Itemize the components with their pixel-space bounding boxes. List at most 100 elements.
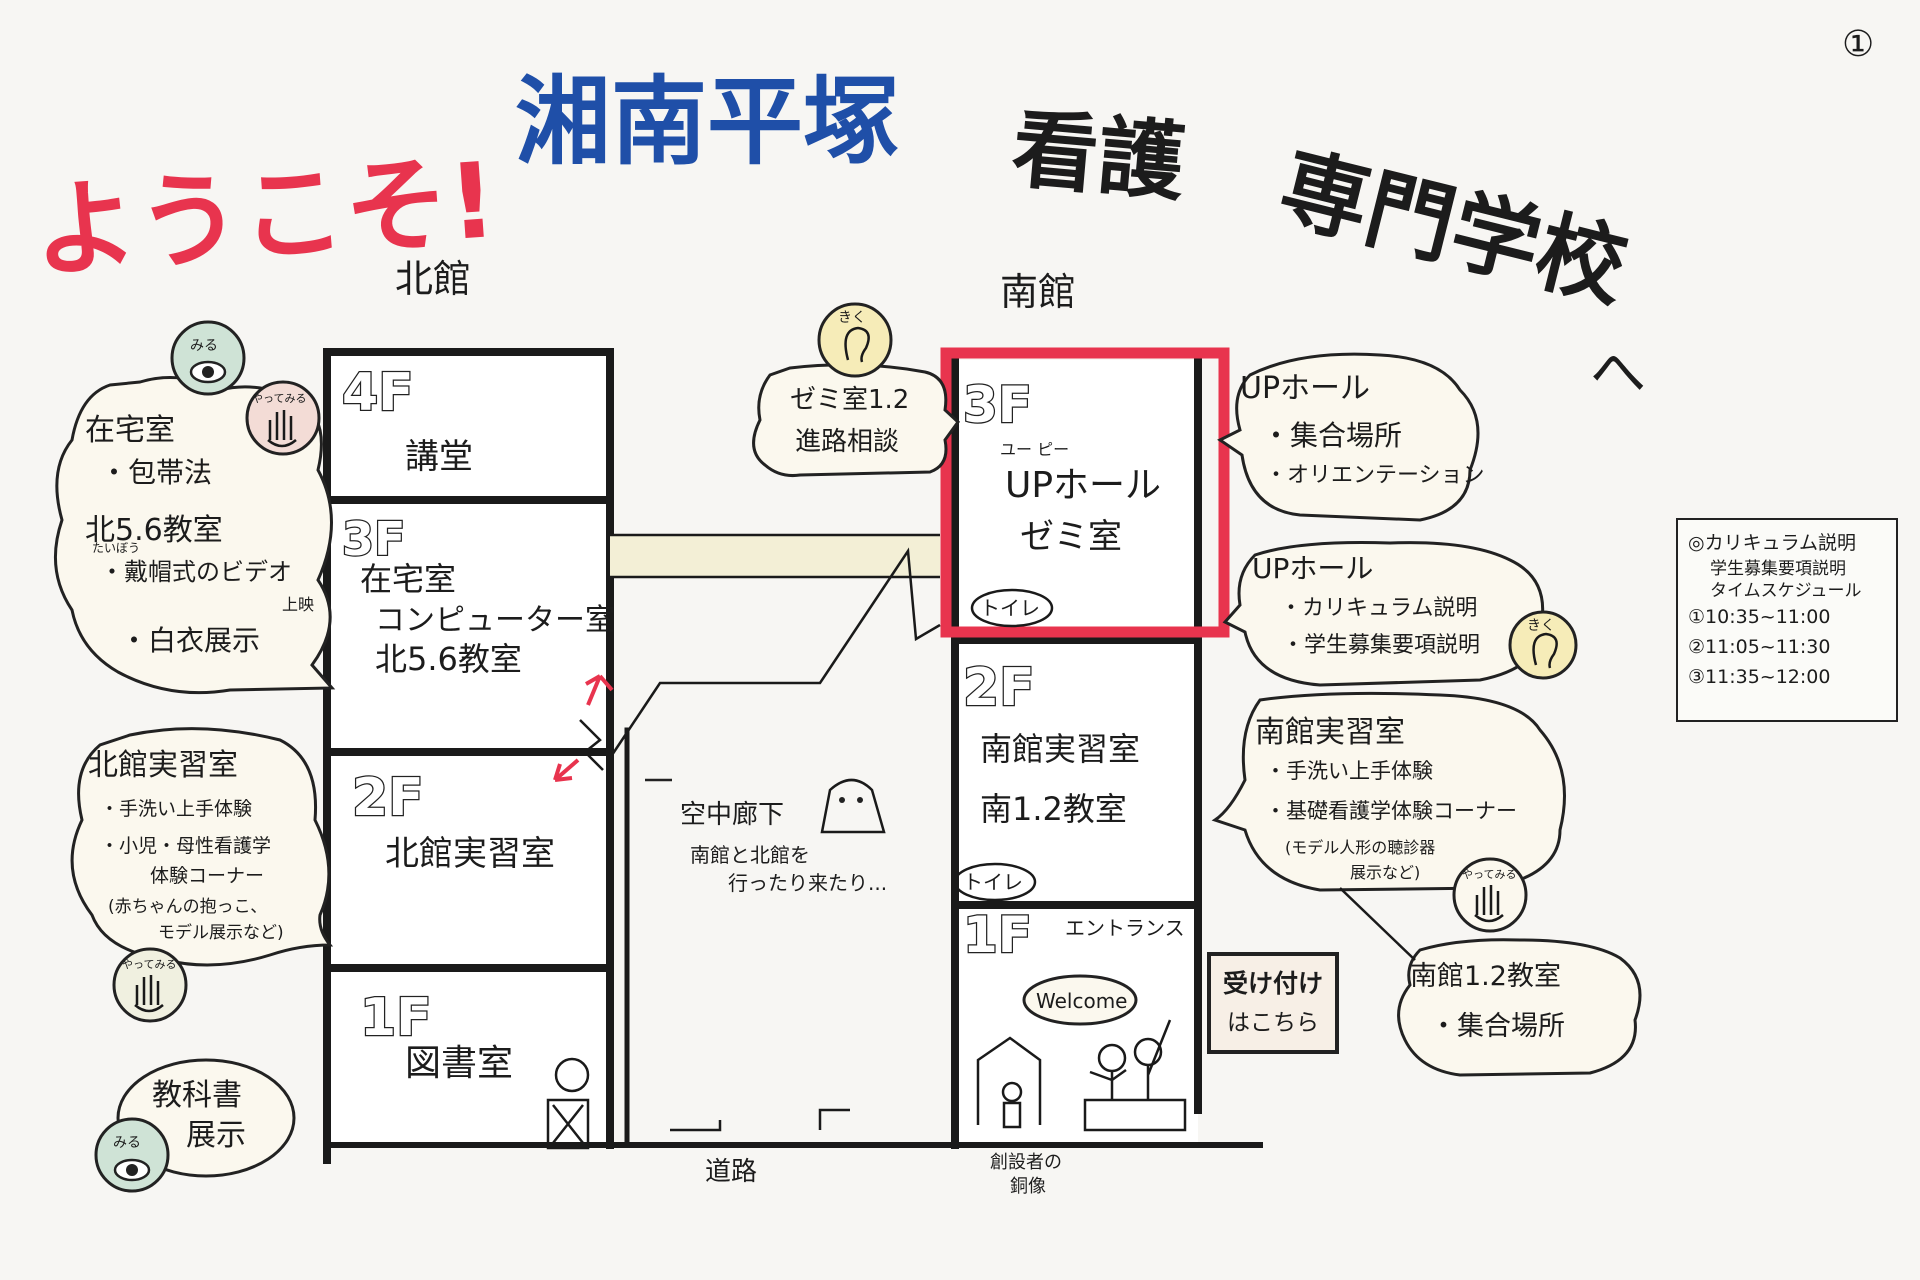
- ghost-figure: [820, 778, 886, 834]
- south-2f-toilet: トイレ: [963, 870, 1023, 894]
- bubble-seminar-line-1: ゼミ室1.2: [790, 385, 909, 415]
- bubble-left-1-line-6: ・白衣展示: [120, 624, 260, 657]
- hand-icon: [1474, 885, 1504, 923]
- title-to: へ: [1590, 341, 1646, 406]
- badge-miru-bottom-label: みる: [113, 1135, 141, 1151]
- south-2f-room-1: 南館実習室: [980, 730, 1140, 768]
- stair-arrows: [553, 674, 614, 782]
- statue-label-2: 銅像: [1010, 1176, 1046, 1197]
- time-schedule: ◎カリキュラム説明 学生募集要項説明 タイムスケジュール ①10:35~11:0…: [1676, 518, 1898, 722]
- bubble-left-1-line-2: ・包帯法: [100, 456, 212, 489]
- bubble-right-1-line-1: UPホール: [1240, 371, 1370, 406]
- bubble-left-1-line-3: 北5.6教室: [85, 513, 223, 548]
- schedule-slot-3: ③11:35~12:00: [1688, 666, 1831, 688]
- north-3f-room-1: 在宅室: [360, 560, 456, 598]
- hand-icon: [267, 410, 297, 448]
- schedule-slot-1: ①10:35~11:00: [1688, 606, 1831, 628]
- badge-kiku-top: きく: [817, 302, 893, 378]
- north-floor-1f-label: 1F: [360, 988, 432, 1048]
- reader-figure: [546, 1057, 590, 1150]
- north-building-walls: [323, 348, 614, 1164]
- south-3f-highlight: [940, 347, 1230, 638]
- bubble-left-2: [70, 727, 334, 967]
- bubble-right-3: [1211, 691, 1566, 892]
- north-4f-room: 講堂: [405, 437, 473, 477]
- badge-yattemiru-top: やってみる: [245, 380, 321, 456]
- schedule-line-2: 学生募集要項説明: [1710, 559, 1846, 579]
- bubble-right-3-line-4: (モデル人形の聴診器: [1285, 838, 1435, 857]
- south-3f-room-2: ゼミ室: [1020, 517, 1122, 557]
- badge-miru-top-label: みる: [190, 338, 218, 354]
- south-2f-room-2: 南1.2教室: [980, 790, 1127, 828]
- bubble-right-3-line-2: ・手洗い上手体験: [1265, 759, 1433, 783]
- bubble-right-3-line-3: ・基礎看護学体験コーナー: [1265, 799, 1517, 823]
- corridor-line-2: 南館と北館を: [690, 843, 810, 867]
- bubble-left-2-line-3: ・小児・母性看護学: [100, 835, 271, 857]
- badge-yattemiru-right: やってみる: [1452, 857, 1528, 933]
- bubble-right-1: [1217, 352, 1480, 522]
- south-floor-2f-label: 2F: [963, 658, 1035, 718]
- north-floor-2f-label: 2F: [352, 768, 424, 828]
- ear-icon: [1532, 632, 1558, 669]
- bubble-right-2-line-2: ・カリキュラム説明: [1280, 596, 1477, 621]
- north-2f-room: 北館実習室: [385, 834, 555, 874]
- badge-kiku-right-label: きく: [1527, 618, 1555, 634]
- reception-sign-line-1: 受け付け: [1222, 969, 1323, 998]
- title-nursing: 看護: [1008, 99, 1189, 214]
- page-number: ①: [1842, 24, 1874, 65]
- badge-kiku-right: きく: [1508, 610, 1578, 680]
- north-3f-room-2: コンピューター室: [375, 603, 615, 638]
- north-building: [323, 348, 614, 1164]
- bubble-left-2-line-1: 北館実習室: [88, 748, 238, 783]
- bubble-left-2-line-4: 体験コーナー: [150, 865, 264, 887]
- badge-kiku-top-label: きく: [838, 310, 866, 326]
- bubble-left-3-line-1: 教科書: [152, 1078, 242, 1113]
- south-3f-toilet: トイレ: [980, 596, 1040, 620]
- badge-yattemiru-top-label: やってみる: [252, 392, 306, 405]
- bubble-seminar: [752, 363, 960, 477]
- schedule-line-3: タイムスケジュール: [1710, 581, 1862, 601]
- title-vocational-school: 専門学校: [1270, 135, 1636, 320]
- statue-label-1: 創設者の: [990, 1152, 1062, 1173]
- north-floor-4f-label: 4F: [342, 363, 414, 423]
- schedule-slot-2: ②11:05~11:30: [1688, 636, 1831, 658]
- bubble-left-1-ruby: たいぼう: [92, 541, 140, 555]
- bubble-right-4-line-1: 南館1.2教室: [1410, 961, 1561, 992]
- reception-sign: 受け付け はこちら: [1207, 952, 1339, 1054]
- reception-desk: [1083, 1019, 1187, 1132]
- hand-icon: [134, 975, 164, 1013]
- bubble-left-2-line-6: モデル展示など): [158, 922, 284, 943]
- north-1f-room: 図書室: [405, 1043, 513, 1084]
- bubble-right-1-line-3: ・オリエンテーション: [1265, 463, 1485, 488]
- badge-yattemiru-right-label: やってみる: [1462, 868, 1516, 881]
- sky-corridor: [610, 533, 941, 1148]
- bubble-right-4-tail: [1339, 887, 1416, 961]
- badge-miru-top: みる: [170, 320, 246, 396]
- south-2f-toilet-oval: [953, 862, 1037, 902]
- schedule-line-1: ◎カリキュラム説明: [1688, 532, 1857, 554]
- bubble-right-3-line-1: 南館実習室: [1255, 715, 1405, 750]
- corridor-line-3: 行ったり来たり...: [728, 871, 887, 895]
- south-3f-room-1: UPホール: [1005, 465, 1161, 506]
- south-3f-toilet-oval: [970, 588, 1054, 628]
- welcome-bubble: [1022, 974, 1138, 1026]
- north-floor-3f-label: 3F: [342, 512, 405, 566]
- reception-sign-line-2: はこちら: [1227, 1010, 1319, 1036]
- bubble-right-4: [1397, 938, 1642, 1077]
- bubble-right-4-line-2: ・集合場所: [1430, 1011, 1565, 1042]
- bubble-left-1-line-5: 上映: [282, 595, 314, 614]
- road-label: 道路: [705, 1157, 757, 1187]
- south-floor-1f-label: 1F: [963, 906, 1032, 964]
- bubble-right-2-line-3: ・学生募集要項説明: [1282, 633, 1480, 658]
- badge-yattemiru-mid: やってみる: [112, 947, 188, 1023]
- south-3f-reading: ユー ピー: [1000, 440, 1069, 459]
- bubble-right-3-line-5: 展示など): [1350, 863, 1420, 882]
- corridor-title: 空中廊下: [680, 800, 784, 830]
- title-school-place: 湘南平塚: [515, 66, 899, 178]
- bubble-seminar-line-2: 進路相談: [795, 427, 899, 457]
- welcome-text: Welcome: [1036, 989, 1127, 1013]
- badge-yattemiru-mid-label: やってみる: [122, 958, 176, 971]
- bubble-left-2-line-5: (赤ちゃんの抱っこ、: [108, 897, 267, 917]
